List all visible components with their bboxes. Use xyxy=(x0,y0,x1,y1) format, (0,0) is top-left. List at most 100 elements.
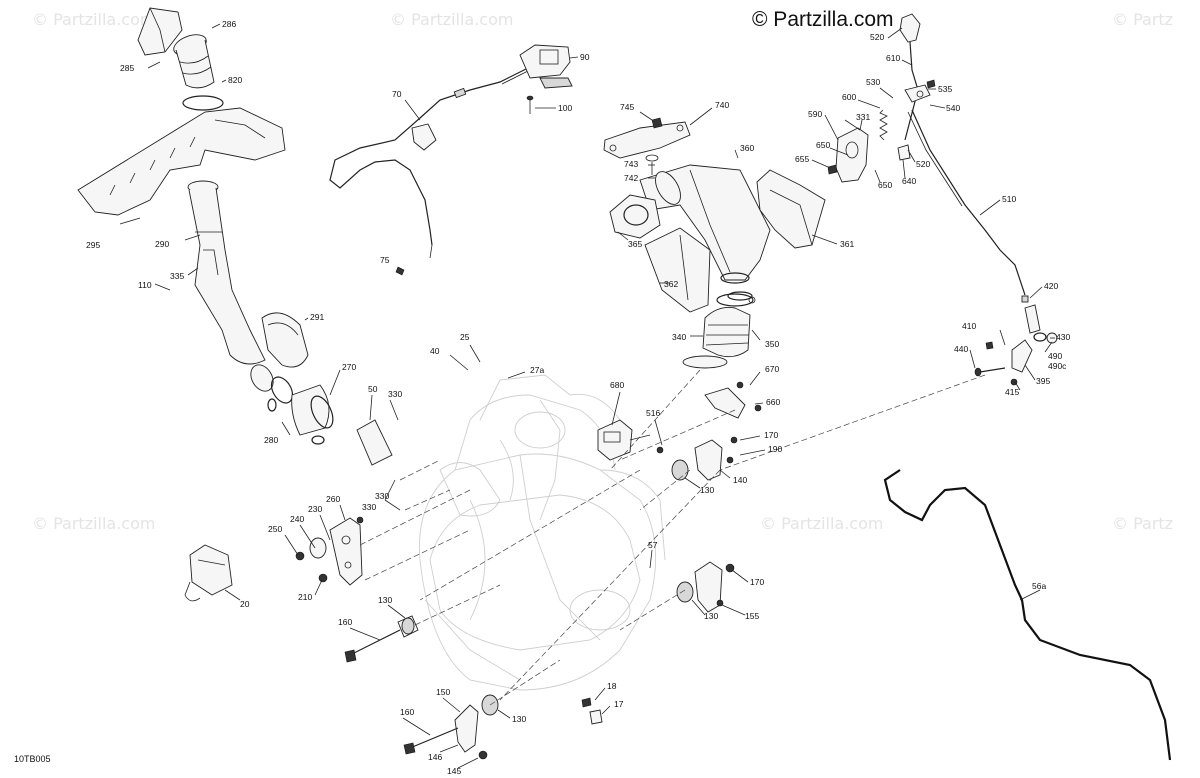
bracket-395 xyxy=(974,332,1058,386)
callout-label: 331 xyxy=(856,112,871,122)
callout-label: 160 xyxy=(400,707,415,717)
intake-tube-290 xyxy=(187,180,266,365)
callout-label: 130 xyxy=(512,714,527,724)
callout-label: 360 xyxy=(740,143,755,153)
callout-label: 130 xyxy=(378,595,393,605)
callout-label: 820 xyxy=(228,75,243,85)
callout-label: 130 xyxy=(704,611,719,621)
callout-label: 510 xyxy=(1002,194,1017,204)
callout-label: 655 xyxy=(795,154,810,164)
duct-291 xyxy=(261,312,309,368)
callout-label: 650 xyxy=(878,180,893,190)
callout-label: 100 xyxy=(558,103,573,113)
callout-label: 742 xyxy=(624,173,639,183)
copyright-notice: © Partzilla.com xyxy=(752,8,894,31)
callout-label: 520 xyxy=(916,159,931,169)
callout-label: 160 xyxy=(338,617,353,627)
callout-label: 590 xyxy=(808,109,823,119)
bracket-590 xyxy=(827,119,869,183)
bracket-140 xyxy=(656,436,738,481)
callout-label: 145 xyxy=(447,766,462,776)
callout-label: 520 xyxy=(870,32,885,42)
callout-label: 56a xyxy=(1032,581,1047,591)
callout-label: 361 xyxy=(840,239,855,249)
shift-knob-520 xyxy=(899,13,921,141)
callout-label: 745 xyxy=(620,102,635,112)
callout-label: 110 xyxy=(138,280,152,290)
callout-label: 535 xyxy=(938,84,953,94)
callout-label: 640 xyxy=(902,176,917,186)
callout-label: 330 xyxy=(375,491,390,501)
cable-510 xyxy=(907,109,1041,334)
callout-label: 330 xyxy=(388,389,403,399)
callout-label: 130 xyxy=(700,485,715,495)
callout-label: 27a xyxy=(530,365,545,375)
assembly-lines xyxy=(359,369,986,706)
callout-label: 250 xyxy=(268,524,283,534)
callout-label: 350 xyxy=(765,339,780,349)
watermark: © Partzilla.com xyxy=(390,10,514,29)
intake-cover-285 xyxy=(137,7,183,56)
callout-label: 17 xyxy=(614,699,624,709)
clamp-820 xyxy=(182,95,224,111)
bracket-660 xyxy=(704,381,762,419)
callout-label: 75 xyxy=(380,255,390,265)
watermark: © Partzilla.com xyxy=(32,514,156,533)
callout-label: 230 xyxy=(308,504,323,514)
callout-label: 420 xyxy=(1044,281,1059,291)
callout-label: 295 xyxy=(86,240,101,250)
engine-outline xyxy=(419,374,666,691)
exhaust-pipe-360 xyxy=(639,164,771,284)
bracket-150 xyxy=(403,694,499,760)
callout-label: 290 xyxy=(155,239,170,249)
flange-365 xyxy=(609,194,661,239)
callout-label: 280 xyxy=(264,435,279,445)
callout-label: 430 xyxy=(1056,332,1071,342)
watermark: © Partzilla.com xyxy=(760,514,884,533)
callout-label: 50 xyxy=(368,384,378,394)
leader-lines xyxy=(119,23,1055,769)
callout-label: 240 xyxy=(290,514,305,524)
callout-label: 330 xyxy=(362,502,377,512)
callout-label: 210 xyxy=(298,592,313,602)
callout-label: 540 xyxy=(946,103,961,113)
callout-label: 530 xyxy=(866,77,881,87)
diagram-code: 10TB005 xyxy=(14,754,51,764)
callout-label: 170 xyxy=(764,430,779,440)
sensor-90 xyxy=(519,44,573,114)
cover-20 xyxy=(184,544,233,602)
bracket-295 xyxy=(77,107,286,216)
bolt-160-upper xyxy=(344,615,419,663)
callout-label: 291 xyxy=(310,312,325,322)
watermark: © Partz xyxy=(1112,10,1174,29)
callout-label: 25 xyxy=(460,332,470,342)
callout-label: 340 xyxy=(672,332,687,342)
callout-label: 150 xyxy=(436,687,451,697)
callout-label: 660 xyxy=(766,397,781,407)
spring-600 xyxy=(879,109,888,141)
callout-label: 600 xyxy=(842,92,857,102)
callout-label: 90 xyxy=(580,52,590,62)
bracket-230 xyxy=(295,516,364,586)
callout-label: 365 xyxy=(628,239,643,249)
callout-label: 395 xyxy=(1036,376,1051,386)
callout-label: 680 xyxy=(610,380,625,390)
callout-label: 260 xyxy=(326,494,341,504)
callout-label: 170 xyxy=(750,577,765,587)
callout-label: 415 xyxy=(1005,387,1020,397)
callout-label: 18 xyxy=(607,681,617,691)
callout-label: 516 xyxy=(646,408,661,418)
callout-label: 20 xyxy=(240,599,250,609)
lever-610 xyxy=(897,79,936,161)
callout-label: 335 xyxy=(170,271,185,281)
callout-label: 650 xyxy=(816,140,831,150)
callout-label: 610 xyxy=(886,53,901,63)
callout-label: 740 xyxy=(715,100,730,110)
callout-label: 410 xyxy=(962,321,977,331)
callout-label: 490c xyxy=(1048,361,1067,371)
callout-label: 140 xyxy=(733,475,748,485)
callout-label: 285 xyxy=(120,63,135,73)
cable-70 xyxy=(329,67,531,276)
shield-361 xyxy=(756,169,826,249)
